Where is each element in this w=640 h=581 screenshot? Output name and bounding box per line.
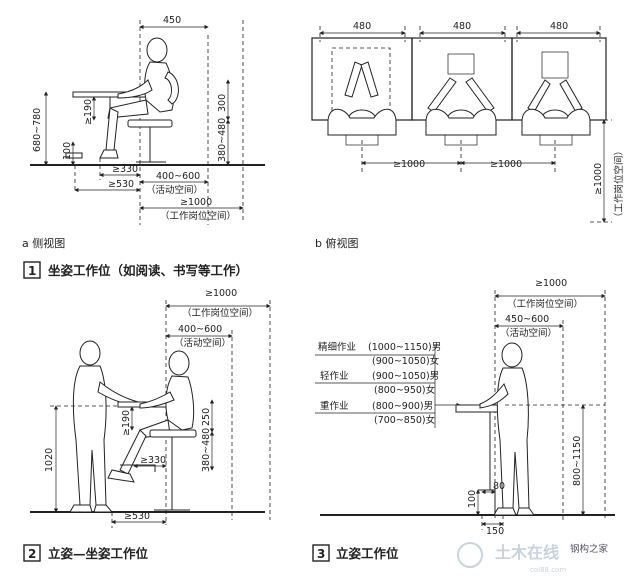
- dim-530: ≥530: [108, 179, 134, 190]
- section-1-heading: 1 坐姿工作位（如阅读、书写等工作）: [23, 261, 248, 279]
- heavy-work-male: (800~900)男: [372, 401, 433, 412]
- dim-top-gap-1: ≥1000: [393, 159, 425, 170]
- dim-450-600: 450~600: [505, 314, 549, 325]
- seated-person-figure: [99, 37, 179, 159]
- top-desk-3: [511, 37, 607, 146]
- dim-top-vertical-1000: ≥1000: [593, 163, 604, 195]
- watermark-domain: coi88.com: [530, 566, 566, 574]
- label-workspace: （工作岗位空间）: [182, 307, 258, 319]
- top-view-seated: 480 480 480: [311, 21, 625, 250]
- watermark-badge: 钢构之家: [570, 543, 609, 555]
- label-top-workspace: （工作岗位空间）: [613, 146, 625, 222]
- dim-680-780: 680~780: [32, 108, 43, 152]
- dim-800-1150: 800~1150: [572, 436, 583, 486]
- dim-330: ≥330: [140, 455, 166, 466]
- dim-1020: 1020: [44, 448, 55, 472]
- dim-400-600: 400~600: [178, 324, 222, 335]
- label-fine-work: 精细作业: [318, 341, 356, 353]
- dim-80: 80: [493, 481, 505, 492]
- section-3-number: 3: [317, 547, 325, 561]
- dim-330: ≥330: [112, 164, 138, 175]
- dim-100: 100: [467, 490, 478, 508]
- section-1-title: 坐姿工作位（如阅读、书写等工作）: [48, 263, 248, 278]
- heavy-work-female: (700~850)女: [374, 414, 435, 426]
- section-2-heading: 2 立姿—坐姿工作位: [23, 544, 149, 562]
- dim-530: ≥530: [124, 511, 150, 522]
- side-view-seated: 450 680~780 100 ≥190 300: [22, 15, 265, 250]
- caption-top-view: b 俯视图: [315, 236, 358, 250]
- dim-100: 100: [62, 142, 73, 160]
- dim-250: 250: [201, 408, 212, 426]
- label-activity-space: （活动空间）: [174, 337, 231, 349]
- dim-1000: ≥1000: [205, 288, 237, 299]
- section-1-number: 1: [28, 264, 36, 278]
- section-3-title: 立姿工作位: [336, 546, 399, 561]
- dim-top-480-1: 480: [353, 21, 371, 32]
- section-3-heading: 3 立姿工作位: [312, 544, 399, 562]
- dim-300: 300: [217, 94, 228, 112]
- dim-top-gap-2: ≥1000: [490, 159, 522, 170]
- watermark-text: 土木在线: [495, 543, 559, 562]
- dim-190: ≥190: [83, 99, 94, 125]
- dim-190: ≥190: [121, 410, 132, 436]
- dim-1000: ≥1000: [180, 197, 212, 208]
- stand-sit-diagram: ≥1000 （工作岗位空间） 400~600 （活动空间）: [30, 288, 271, 528]
- standing-worker-figure: [479, 342, 535, 516]
- label-workspace: （工作岗位空间）: [160, 210, 236, 222]
- label-workspace: （工作岗位空间）: [507, 298, 583, 310]
- section-2-title: 立姿—坐姿工作位: [48, 546, 149, 561]
- dim-top-480-2: 480: [453, 21, 471, 32]
- label-light-work: 轻作业: [320, 370, 349, 382]
- fine-work-female: (900~1050)女: [372, 355, 439, 367]
- light-work-female: (800~950)女: [374, 384, 435, 396]
- dim-380-480: 380~480: [217, 118, 228, 162]
- label-activity-space: （活动空间）: [146, 184, 203, 196]
- top-desk-2: [411, 37, 513, 146]
- top-desk-1: [311, 37, 413, 146]
- dim-top-480-3: 480: [550, 21, 568, 32]
- light-work-male: (900~1050)男: [372, 371, 439, 382]
- standing-diagram: ≥1000 （工作岗位空间） 450~600 （活动空间） 精细作业 (1000…: [315, 278, 615, 537]
- section-2-number: 2: [28, 547, 36, 561]
- label-heavy-work: 重作业: [320, 400, 349, 412]
- fine-work-male: (1000~1150)男: [368, 342, 441, 353]
- watermark: 土木在线 coi88.com 钢构之家: [457, 542, 609, 574]
- dim-400-600: 400~600: [156, 171, 200, 182]
- label-activity-space: （活动空间）: [500, 327, 557, 339]
- stand-seated-person-figure: [107, 350, 195, 483]
- dim-380-480: 380~480: [201, 428, 212, 472]
- standing-person-figure: [69, 340, 139, 513]
- dim-450: 450: [163, 15, 181, 26]
- dim-150: 150: [486, 526, 504, 537]
- caption-side-view: a 侧视图: [22, 236, 65, 250]
- dim-1000: ≥1000: [535, 278, 567, 289]
